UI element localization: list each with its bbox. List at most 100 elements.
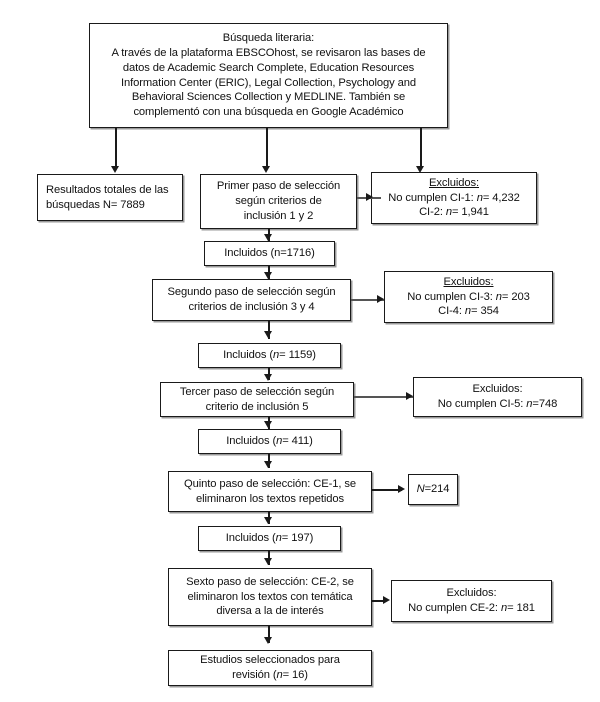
connector-step6-to-final — [268, 626, 270, 643]
arrowhead-step5-to-duplicates — [398, 485, 405, 493]
excluded-3-line-1: No cumplen CI-5: n=748 — [420, 397, 575, 412]
connector-step6-to-excluded4 — [372, 600, 386, 602]
search-strategy-line-1: A través de la plataforma EBSCOhost, se … — [111, 46, 426, 59]
arrowhead-included1-to-step2 — [264, 272, 272, 279]
step-6-line-1: Sexto paso de selección: CE-2, se — [186, 575, 354, 588]
excluded-1-heading: Excluidos: — [429, 176, 479, 189]
included-2-box: Incluidos (n= 1159) — [198, 343, 341, 368]
excluded-3-line-1-n: n — [526, 398, 533, 410]
step-1-line-3: inclusión 1 y 2 — [243, 209, 314, 222]
step-1-line-1: Primer paso de selección — [216, 180, 341, 193]
included-2-prefix: Incluidos ( — [223, 349, 274, 362]
search-strategy-line-3: Information Center (ERIC), Legal Collect… — [120, 76, 417, 89]
search-strategy-box: Búsqueda literaria: A través de la plata… — [89, 23, 448, 128]
excluded-3-box: Excluidos: No cumplen CI-5: n=748 — [413, 377, 582, 417]
excluded-3-heading: Excluidos: — [472, 383, 523, 396]
connector-top-to-results — [115, 128, 117, 168]
excluded-1-line-2-prefix: CI-2: — [419, 206, 446, 219]
included-2-suffix: = 1159) — [279, 349, 316, 362]
excluded-1-line-1-n: n — [476, 191, 483, 204]
excluded-1-line-1-value: = 4,232 — [482, 191, 520, 204]
excluded-2-line-1-value: = 203 — [501, 290, 530, 303]
excluded-2-line-2: CI-4: n= 354 — [391, 304, 546, 319]
included-3-suffix: = 411) — [282, 435, 313, 448]
included-1-box: Incluidos (n=1716) — [204, 241, 335, 266]
excluded-2-heading: Excluidos: — [443, 275, 494, 288]
included-4-prefix: Incluidos ( — [225, 532, 276, 545]
included-3-prefix: Incluidos ( — [226, 435, 277, 448]
excluded-1-line-2-n: n — [445, 206, 452, 219]
duplicates-removed-value: =214 — [424, 483, 450, 496]
arrowhead-step1-to-included1 — [264, 234, 272, 241]
arrowhead-included2-to-step3 — [264, 374, 272, 381]
excluded-1-line-2: CI-2: n= 1,941 — [378, 205, 530, 220]
excluded-4-line-1-n: n — [500, 602, 508, 614]
included-2-n: n — [273, 349, 280, 362]
step-6-line-3: diversa a la de interés — [216, 605, 324, 618]
final-prefix: revisión ( — [232, 669, 277, 681]
arrowhead-included3-to-step5 — [264, 461, 272, 468]
included-4-n: n — [275, 532, 282, 545]
final-n: n — [276, 669, 283, 681]
step-1-box: Primer paso de selección según criterios… — [200, 174, 357, 229]
search-strategy-line-2: datos de Academic Search Complete, Educa… — [122, 61, 415, 74]
arrowhead-top-to-excluded1 — [416, 166, 424, 173]
total-results-line-2: búsquedas N= 7889 — [46, 198, 145, 211]
duplicates-removed-n: N — [416, 483, 425, 496]
arrowhead-included4-to-step6 — [264, 558, 272, 565]
arrowhead-step3-to-included3 — [264, 421, 272, 428]
excluded-4-line-1-value: = 181 — [507, 602, 535, 614]
arrowhead-top-to-results — [111, 166, 119, 173]
included-3-n: n — [276, 435, 283, 448]
step-3-line-2: criterio de inclusión 5 — [205, 400, 309, 413]
search-strategy-line-4: Behavioral Sciences Collection y MEDLINE… — [131, 91, 406, 104]
step-2-line-2: criterios de inclusión 3 y 4 — [188, 301, 315, 313]
arrowhead-top-to-step1 — [262, 166, 270, 173]
connector-step5-to-duplicates — [372, 489, 402, 491]
arrowhead-step1-to-excluded1 — [366, 193, 373, 201]
arrowhead-step6-to-final — [264, 637, 272, 644]
excluded-2-line-1-n: n — [495, 290, 502, 303]
excluded-3-line-1-prefix: No cumplen CI-5: — [437, 398, 527, 410]
arrowhead-step2-to-included2 — [264, 331, 272, 338]
step-1-line-2: según criterios de — [235, 195, 322, 208]
search-strategy-heading: Búsqueda literaria: — [222, 32, 315, 45]
connector-step2-to-included2 — [268, 321, 270, 339]
included-1-text: Incluidos (n=1716) — [224, 247, 315, 260]
excluded-2-line-1-prefix: No cumplen CI-3: — [407, 290, 496, 303]
step-5-line-2: eliminaron los textos repetidos — [195, 492, 344, 505]
excluded-4-line-1: No cumplen CE-2: n= 181 — [398, 601, 545, 616]
search-strategy-line-5: complementó con una búsqueda en Google A… — [133, 106, 404, 119]
connector-step2-to-excluded2 — [351, 299, 384, 301]
excluded-2-box: Excluidos: No cumplen CI-3: n= 203 CI-4:… — [384, 271, 553, 323]
excluded-2-line-2-n: n — [464, 305, 472, 318]
step-6-box: Sexto paso de selección: CE-2, se elimin… — [168, 568, 372, 626]
connector-top-to-step1 — [266, 128, 268, 168]
step-5-line-1: Quinto paso de selección: CE-1, se — [184, 477, 356, 490]
excluded-2-line-2-prefix: CI-4: — [438, 305, 465, 318]
total-results-line-1: Resultados totales de las — [46, 183, 169, 196]
arrowhead-step6-to-excluded4 — [383, 596, 390, 604]
included-3-box: Incluidos (n= 411) — [198, 429, 341, 454]
excluded-4-box: Excluidos: No cumplen CE-2: n= 181 — [391, 580, 552, 622]
step-2-line-1: Segundo paso de selección según — [167, 286, 336, 299]
included-4-suffix: = 197) — [281, 532, 314, 545]
arrowhead-step5-to-included4 — [264, 517, 272, 524]
final-line-1: Estudios seleccionados para — [200, 654, 340, 667]
excluded-1-box: Excluidos: No cumplen CI-1: n= 4,232 CI-… — [371, 172, 537, 224]
arrowhead-step2-to-excluded2 — [377, 295, 384, 303]
connector-top-to-excluded1 — [420, 128, 422, 168]
final-suffix: = 16) — [282, 669, 308, 681]
excluded-3-line-1-value: =748 — [532, 398, 558, 410]
excluded-4-line-1-prefix: No cumplen CE-2: — [408, 602, 501, 614]
step-2-box: Segundo paso de selección según criterio… — [152, 279, 351, 321]
included-4-box: Incluidos (n= 197) — [198, 526, 341, 551]
step-3-box: Tercer paso de selección según criterio … — [160, 382, 354, 417]
step-3-line-1: Tercer paso de selección según — [179, 385, 335, 398]
final-studies-box: Estudios seleccionados para revisión (n=… — [168, 650, 372, 686]
arrowhead-step3-to-excluded3 — [406, 392, 413, 400]
step-5-box: Quinto paso de selección: CE-1, se elimi… — [168, 471, 372, 512]
duplicates-removed-box: N=214 — [408, 474, 458, 505]
excluded-1-line-2-value: = 1,941 — [451, 206, 489, 219]
